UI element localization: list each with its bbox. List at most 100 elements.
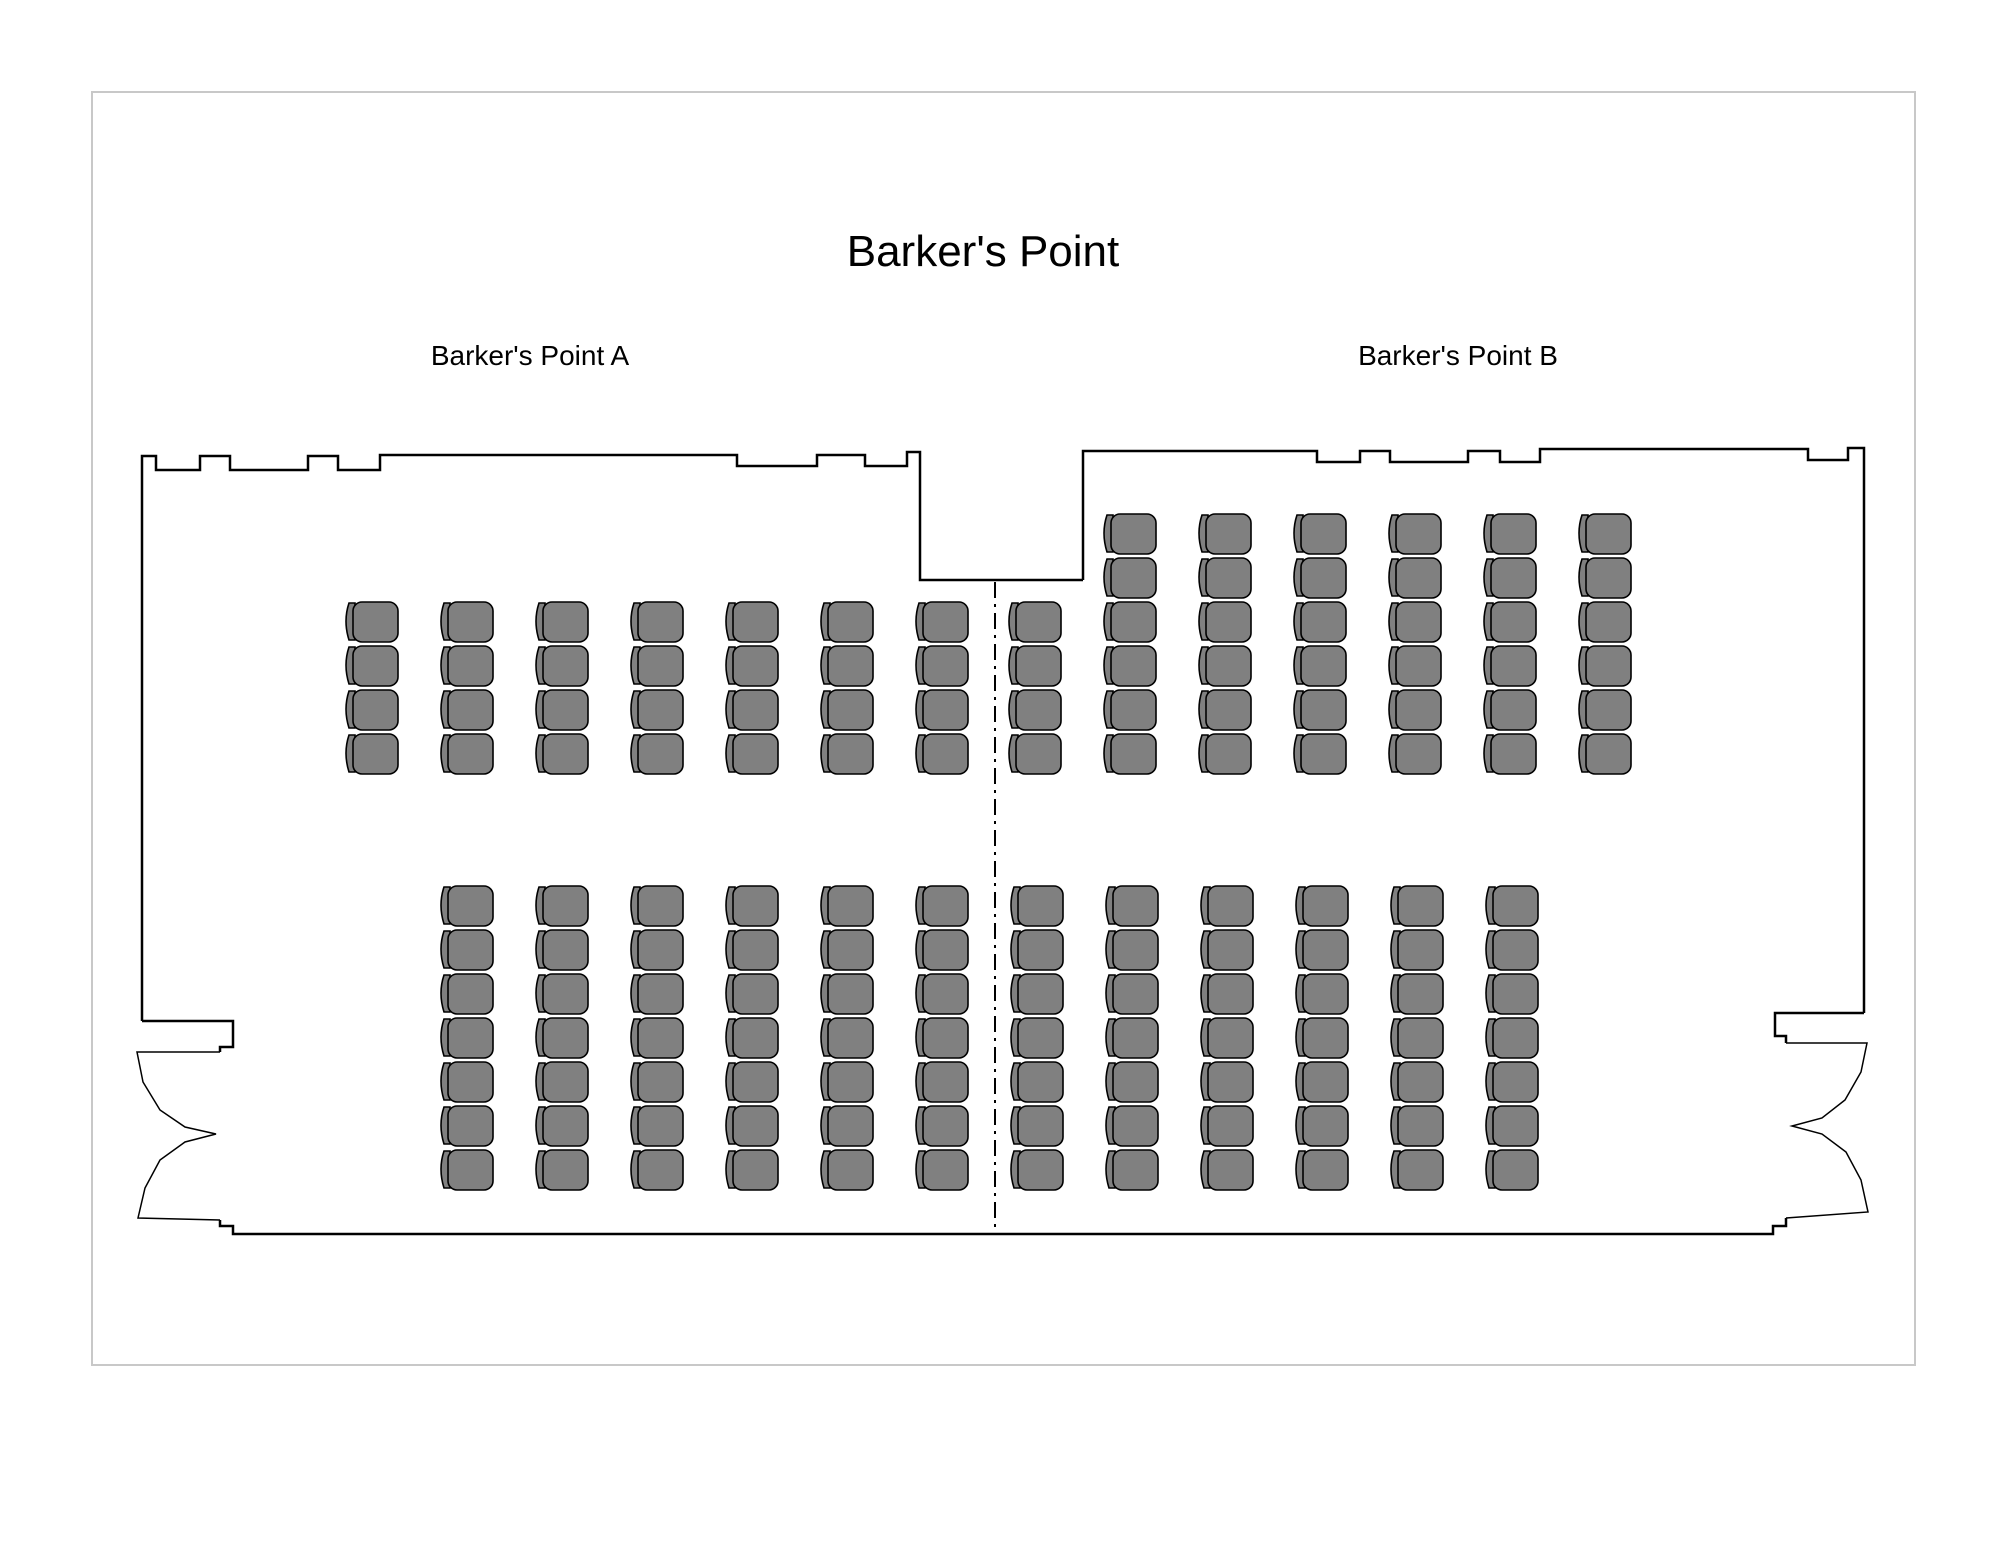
seat-rear-block-c5-r2[interactable] [820, 929, 874, 971]
seat-rear-block-c3-r7[interactable] [630, 1149, 684, 1191]
seat-front-block-left-c6-r4[interactable] [820, 733, 874, 775]
seat-rear-block-c4-r3[interactable] [725, 973, 779, 1015]
seat-rear-block-c2-r4[interactable] [535, 1017, 589, 1059]
seat-front-block-right-c1-r4[interactable] [1103, 645, 1157, 687]
seat-rear-block-c9-r3[interactable] [1200, 973, 1254, 1015]
seat-rear-block-c2-r3[interactable] [535, 973, 589, 1015]
seat-front-block-right-c3-r5[interactable] [1293, 689, 1347, 731]
seat-front-block-right-c2-r4[interactable] [1198, 645, 1252, 687]
seat-front-block-right-c3-r6[interactable] [1293, 733, 1347, 775]
seat-front-block-left-c6-r1[interactable] [820, 601, 874, 643]
seat-front-block-left-c4-r4[interactable] [630, 733, 684, 775]
seat-front-block-center-c1-r1[interactable] [1008, 601, 1062, 643]
seat-front-block-right-c5-r4[interactable] [1483, 645, 1537, 687]
seat-rear-block-c7-r3[interactable] [1010, 973, 1064, 1015]
seat-front-block-left-c4-r3[interactable] [630, 689, 684, 731]
seat-rear-block-c12-r6[interactable] [1485, 1105, 1539, 1147]
seat-front-block-right-c6-r3[interactable] [1578, 601, 1632, 643]
seat-front-block-left-c7-r4[interactable] [915, 733, 969, 775]
seat-rear-block-c2-r5[interactable] [535, 1061, 589, 1103]
seat-rear-block-c11-r3[interactable] [1390, 973, 1444, 1015]
seat-front-block-right-c6-r4[interactable] [1578, 645, 1632, 687]
seat-front-block-left-c3-r2[interactable] [535, 645, 589, 687]
seat-front-block-left-c2-r4[interactable] [440, 733, 494, 775]
seat-rear-block-c10-r2[interactable] [1295, 929, 1349, 971]
seat-front-block-right-c3-r4[interactable] [1293, 645, 1347, 687]
seat-rear-block-c4-r6[interactable] [725, 1105, 779, 1147]
seat-front-block-left-c6-r2[interactable] [820, 645, 874, 687]
seat-front-block-right-c5-r1[interactable] [1483, 513, 1537, 555]
seat-rear-block-c4-r1[interactable] [725, 885, 779, 927]
seat-rear-block-c6-r5[interactable] [915, 1061, 969, 1103]
seat-rear-block-c7-r6[interactable] [1010, 1105, 1064, 1147]
seat-rear-block-c9-r6[interactable] [1200, 1105, 1254, 1147]
seat-front-block-left-c4-r1[interactable] [630, 601, 684, 643]
seat-rear-block-c6-r6[interactable] [915, 1105, 969, 1147]
seat-front-block-right-c4-r5[interactable] [1388, 689, 1442, 731]
seat-front-block-center-c1-r2[interactable] [1008, 645, 1062, 687]
seat-rear-block-c6-r7[interactable] [915, 1149, 969, 1191]
seat-front-block-center-c1-r4[interactable] [1008, 733, 1062, 775]
seat-rear-block-c8-r3[interactable] [1105, 973, 1159, 1015]
seat-rear-block-c3-r5[interactable] [630, 1061, 684, 1103]
seat-front-block-right-c6-r1[interactable] [1578, 513, 1632, 555]
seat-front-block-left-c3-r1[interactable] [535, 601, 589, 643]
seat-rear-block-c9-r4[interactable] [1200, 1017, 1254, 1059]
seat-rear-block-c12-r7[interactable] [1485, 1149, 1539, 1191]
seat-front-block-right-c1-r3[interactable] [1103, 601, 1157, 643]
seat-rear-block-c6-r2[interactable] [915, 929, 969, 971]
seat-front-block-right-c3-r3[interactable] [1293, 601, 1347, 643]
seat-rear-block-c7-r1[interactable] [1010, 885, 1064, 927]
seat-rear-block-c4-r5[interactable] [725, 1061, 779, 1103]
seat-front-block-left-c2-r3[interactable] [440, 689, 494, 731]
seat-rear-block-c6-r1[interactable] [915, 885, 969, 927]
seat-front-block-left-c5-r2[interactable] [725, 645, 779, 687]
seat-front-block-left-c1-r3[interactable] [345, 689, 399, 731]
seat-front-block-right-c5-r3[interactable] [1483, 601, 1537, 643]
seat-front-block-right-c6-r2[interactable] [1578, 557, 1632, 599]
seat-front-block-right-c1-r5[interactable] [1103, 689, 1157, 731]
seat-front-block-right-c5-r6[interactable] [1483, 733, 1537, 775]
seat-front-block-left-c1-r1[interactable] [345, 601, 399, 643]
seat-rear-block-c5-r4[interactable] [820, 1017, 874, 1059]
seat-front-block-right-c1-r6[interactable] [1103, 733, 1157, 775]
seat-front-block-right-c2-r5[interactable] [1198, 689, 1252, 731]
seat-front-block-right-c2-r1[interactable] [1198, 513, 1252, 555]
seat-rear-block-c1-r4[interactable] [440, 1017, 494, 1059]
seat-rear-block-c8-r1[interactable] [1105, 885, 1159, 927]
seat-front-block-left-c7-r2[interactable] [915, 645, 969, 687]
seat-rear-block-c5-r1[interactable] [820, 885, 874, 927]
seat-rear-block-c10-r7[interactable] [1295, 1149, 1349, 1191]
seat-rear-block-c6-r4[interactable] [915, 1017, 969, 1059]
seat-rear-block-c2-r7[interactable] [535, 1149, 589, 1191]
seat-front-block-right-c2-r2[interactable] [1198, 557, 1252, 599]
seat-rear-block-c6-r3[interactable] [915, 973, 969, 1015]
seat-front-block-right-c5-r5[interactable] [1483, 689, 1537, 731]
seat-front-block-right-c6-r6[interactable] [1578, 733, 1632, 775]
seat-front-block-right-c2-r3[interactable] [1198, 601, 1252, 643]
seat-front-block-left-c2-r2[interactable] [440, 645, 494, 687]
seat-rear-block-c1-r2[interactable] [440, 929, 494, 971]
seat-front-block-right-c4-r3[interactable] [1388, 601, 1442, 643]
seat-rear-block-c12-r3[interactable] [1485, 973, 1539, 1015]
seat-front-block-right-c4-r4[interactable] [1388, 645, 1442, 687]
seat-front-block-right-c5-r2[interactable] [1483, 557, 1537, 599]
seat-rear-block-c8-r4[interactable] [1105, 1017, 1159, 1059]
seat-rear-block-c2-r1[interactable] [535, 885, 589, 927]
seat-rear-block-c7-r5[interactable] [1010, 1061, 1064, 1103]
seat-rear-block-c3-r2[interactable] [630, 929, 684, 971]
seat-rear-block-c5-r7[interactable] [820, 1149, 874, 1191]
seat-rear-block-c2-r6[interactable] [535, 1105, 589, 1147]
seat-rear-block-c9-r7[interactable] [1200, 1149, 1254, 1191]
seat-rear-block-c5-r3[interactable] [820, 973, 874, 1015]
seat-front-block-right-c2-r6[interactable] [1198, 733, 1252, 775]
seat-front-block-left-c3-r3[interactable] [535, 689, 589, 731]
seat-rear-block-c8-r5[interactable] [1105, 1061, 1159, 1103]
seat-rear-block-c1-r7[interactable] [440, 1149, 494, 1191]
seat-rear-block-c11-r4[interactable] [1390, 1017, 1444, 1059]
seat-rear-block-c9-r1[interactable] [1200, 885, 1254, 927]
seat-rear-block-c12-r1[interactable] [1485, 885, 1539, 927]
seat-front-block-center-c1-r3[interactable] [1008, 689, 1062, 731]
seat-rear-block-c3-r4[interactable] [630, 1017, 684, 1059]
seat-front-block-right-c1-r1[interactable] [1103, 513, 1157, 555]
